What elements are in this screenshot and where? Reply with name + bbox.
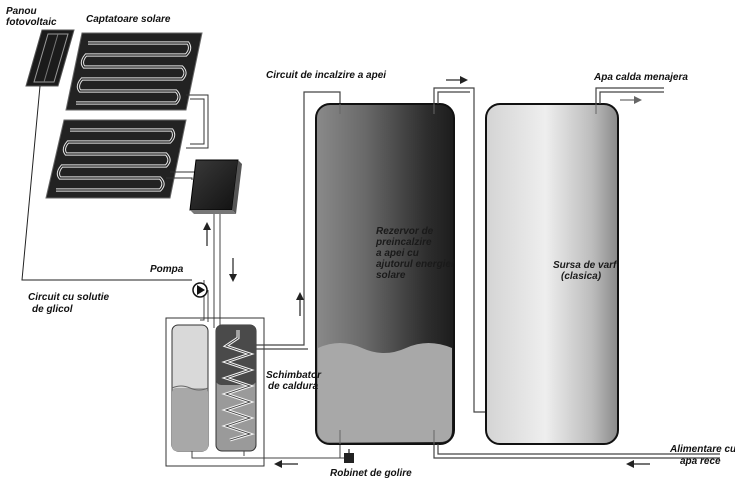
pv-panel-label-1: Panou: [6, 6, 37, 17]
preheat-tank-label-5: solare: [376, 270, 406, 281]
controller-box: [189, 159, 242, 214]
glycol-circuit-label-1: Circuit cu solutie: [28, 292, 110, 303]
peak-source-label-2: (clasica): [561, 271, 602, 282]
flow-arrow-up: [203, 222, 211, 246]
peak-source-label-1: Sursa de varf: [553, 260, 617, 271]
drain-valve-icon: [344, 449, 354, 463]
pv-panel-label-2: fotovoltaic: [6, 17, 57, 28]
preheat-tank-label-1: Rezervor de: [376, 226, 434, 237]
interconnect-arrow: [446, 76, 468, 84]
pump-icon: [192, 282, 208, 298]
solar-collectors-label: Captatoare solare: [86, 14, 171, 25]
pv-panel: [25, 29, 75, 87]
cold-water-label-2: apa rece: [680, 456, 721, 467]
heating-circuit-pipe: [256, 91, 341, 350]
hot-water-outlet-label: Apa calda menajera: [594, 72, 688, 83]
preheat-tank: [315, 103, 455, 445]
heat-exchanger-label-2: de caldura: [268, 381, 319, 392]
cold-water-pipe: [433, 444, 720, 459]
cold-water-arrow: [626, 460, 650, 468]
preheat-tank-label-2: preincalzire: [376, 237, 432, 248]
glycol-circuit-line: [21, 85, 192, 281]
solar-collector-bottom: [45, 119, 187, 199]
preheat-tank-label-4: ajutorul energiei: [376, 259, 454, 270]
peak-source-tank: [485, 103, 619, 445]
heating-circuit-label: Circuit de incalzire a apei: [266, 70, 387, 81]
collector-supply-pipes: [200, 214, 221, 328]
heating-circuit-arrow: [296, 292, 304, 316]
flow-arrow-down: [229, 258, 237, 282]
pump-label: Pompa: [150, 264, 184, 275]
heat-exchanger-label-1: Schimbator: [266, 370, 322, 381]
hot-water-arrow: [620, 96, 642, 104]
hot-water-pipe: [595, 87, 664, 104]
drain-arrow: [274, 460, 298, 468]
heat-exchanger: [165, 317, 265, 467]
preheat-tank-label-3: a apei cu: [376, 248, 419, 259]
glycol-circuit-label-2: de glicol: [32, 304, 73, 315]
cold-water-label-1: Alimentare cu: [670, 444, 735, 455]
tank-interconnect-pipe: [433, 87, 486, 413]
solar-collector-top: [65, 32, 203, 111]
drain-valve-label: Robinet de golire: [330, 468, 412, 479]
